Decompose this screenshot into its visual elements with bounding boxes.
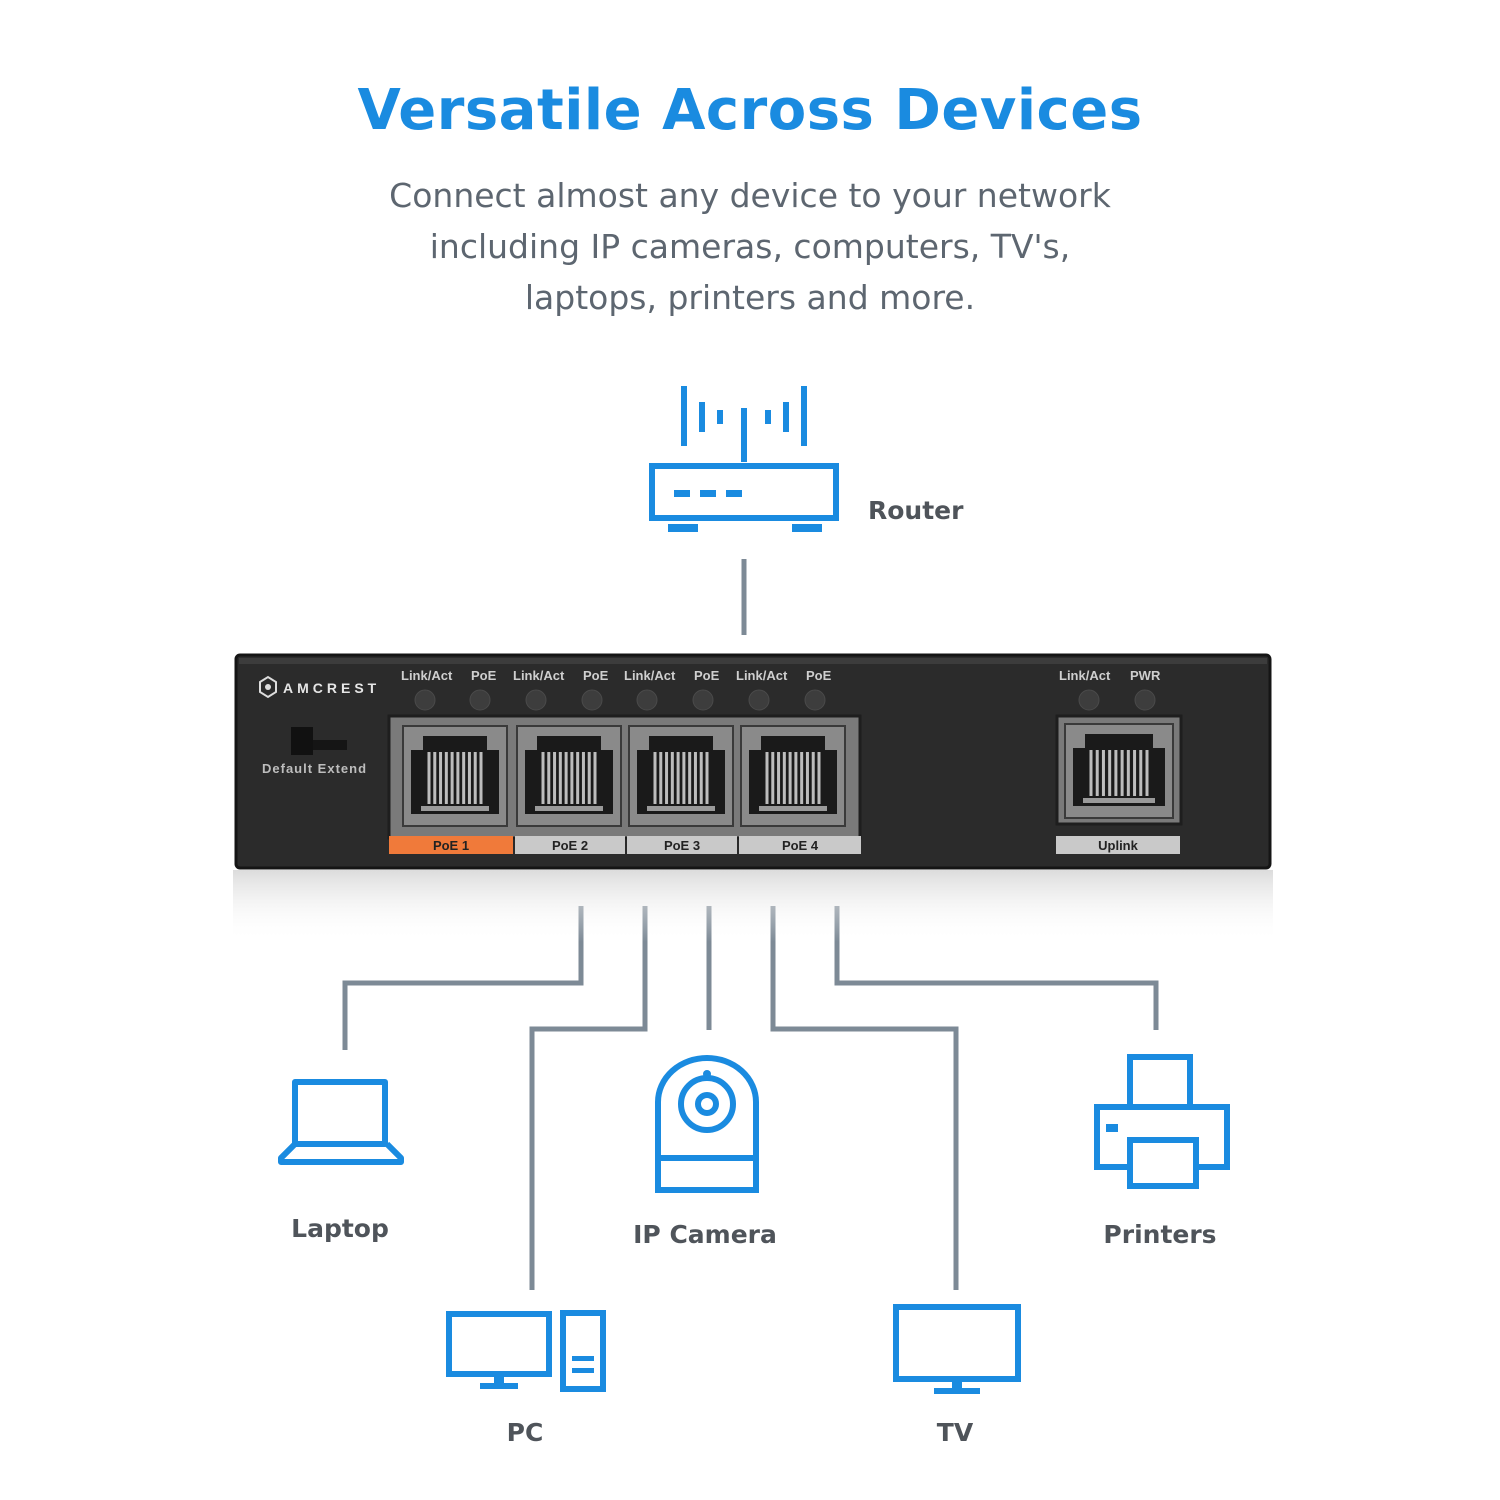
led (525, 689, 547, 711)
led (581, 689, 603, 711)
router-label: Router (868, 496, 964, 525)
ip-camera-label: IP Camera (633, 1220, 777, 1249)
led (804, 689, 826, 711)
uplink-label: Uplink (1098, 838, 1138, 853)
page-subtitle: Connect almost any device to your networ… (300, 170, 1200, 323)
wire-laptop (342, 906, 584, 1050)
ip-camera-icon (655, 1055, 759, 1193)
led (748, 689, 770, 711)
led-label-1: Link/Act (401, 668, 453, 683)
printers-label: Printers (1103, 1220, 1217, 1249)
led-label-7: Link/Act (736, 668, 788, 683)
router-icon (649, 386, 839, 532)
led (1078, 689, 1100, 711)
led (414, 689, 436, 711)
led-label-2: PoE (471, 668, 497, 683)
printer-icon (1094, 1054, 1230, 1189)
rj45-uplink-port (1064, 723, 1174, 819)
wire-printers (834, 906, 1159, 1030)
pc-icon (446, 1310, 606, 1392)
page-title: Versatile Across Devices (357, 78, 1143, 143)
port-label-4: PoE 4 (782, 838, 819, 853)
subtitle-line-1: Connect almost any device to your networ… (389, 176, 1111, 215)
laptop-label: Laptop (291, 1214, 389, 1243)
rj45-port-2 (516, 725, 622, 827)
led (1134, 689, 1156, 711)
led (636, 689, 658, 711)
rj45-port-1 (402, 725, 508, 827)
led-label-6: PoE (694, 668, 720, 683)
tv-icon (893, 1304, 1021, 1394)
reset-label: Default Extend (262, 761, 367, 776)
amcrest-logo-icon (259, 675, 277, 699)
led (469, 689, 491, 711)
led-label-4: PoE (583, 668, 609, 683)
led-label-3: Link/Act (513, 668, 565, 683)
tv-label: TV (936, 1418, 974, 1447)
subtitle-line-2: including IP cameras, computers, TV's, (429, 227, 1071, 266)
wire-tv (770, 906, 959, 1290)
uplink-led-label-2: PWR (1130, 668, 1161, 683)
subtitle-line-3: laptops, printers and more. (524, 278, 976, 317)
port-label-2: PoE 2 (552, 838, 588, 853)
pc-label: PC (506, 1418, 544, 1447)
rj45-port-3 (628, 725, 734, 827)
led (692, 689, 714, 711)
led-label-8: PoE (806, 668, 832, 683)
uplink-led-label-1: Link/Act (1059, 668, 1111, 683)
port-label-1: PoE 1 (433, 838, 469, 853)
rj45-port-4 (740, 725, 846, 827)
laptop-icon (278, 1079, 404, 1165)
wire-pc (529, 906, 648, 1290)
poe-switch: AMCREST Default Extend Link/Act PoE Link… (233, 653, 1273, 942)
led-label-5: Link/Act (624, 668, 676, 683)
port-label-3: PoE 3 (664, 838, 700, 853)
brand-text: AMCREST (283, 680, 380, 696)
